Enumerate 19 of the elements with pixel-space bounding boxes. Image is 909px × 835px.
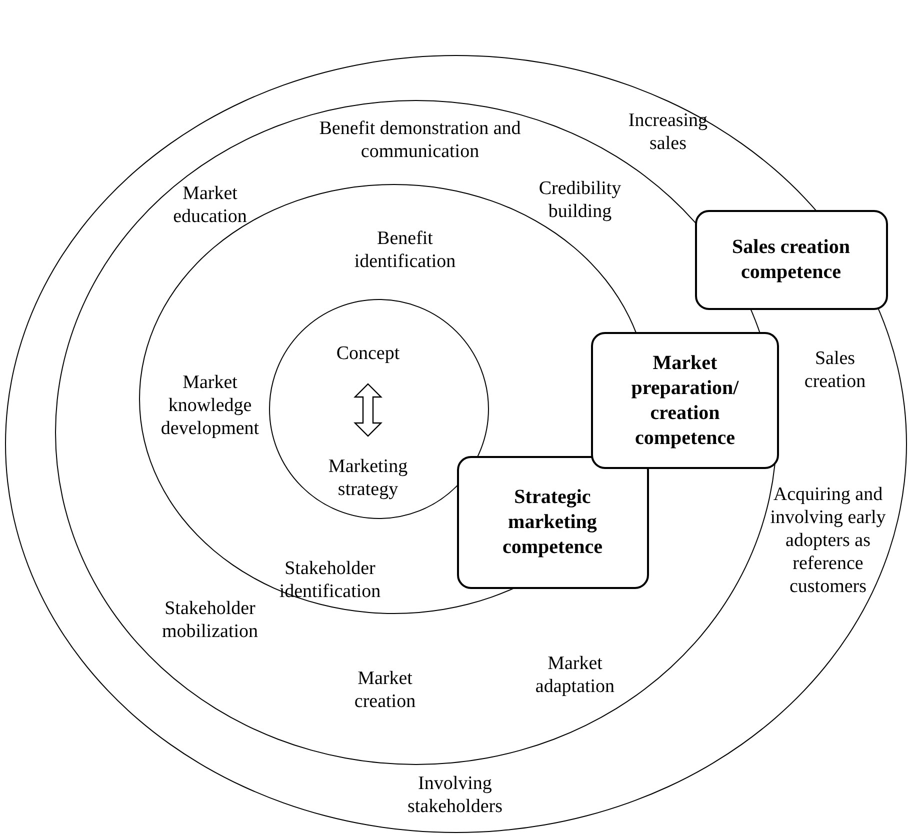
ring-label: Stakeholder identification [278, 557, 382, 603]
competence-box: Sales creation competence [694, 210, 888, 310]
ring-label: Stakeholder mobilization [160, 597, 260, 643]
ring-label: Sales creation [803, 347, 867, 393]
competence-box: Market preparation/ creation competence [591, 332, 779, 469]
circle-label: Concept [335, 342, 401, 364]
ring-label: Acquiring and involving early adopters as reference customers [769, 482, 887, 598]
ring-label: Market knowledge development [160, 370, 260, 440]
ring-label: Benefit demonstration and communication [318, 117, 522, 163]
outer-ellipse [5, 55, 907, 833]
ring-label: Market creation [353, 667, 417, 713]
ring-label: Involving stakeholders [406, 772, 504, 818]
ring-label: Increasing sales [627, 109, 709, 155]
ring-label: Market education [172, 182, 248, 228]
circle-label: Marketing strategy [327, 455, 409, 501]
competence-box: Strategic marketing competence [456, 456, 648, 588]
ring-label: Benefit identification [353, 227, 457, 273]
ring-label: Credibility building [538, 177, 622, 223]
ring-label: Market adaptation [534, 652, 616, 698]
